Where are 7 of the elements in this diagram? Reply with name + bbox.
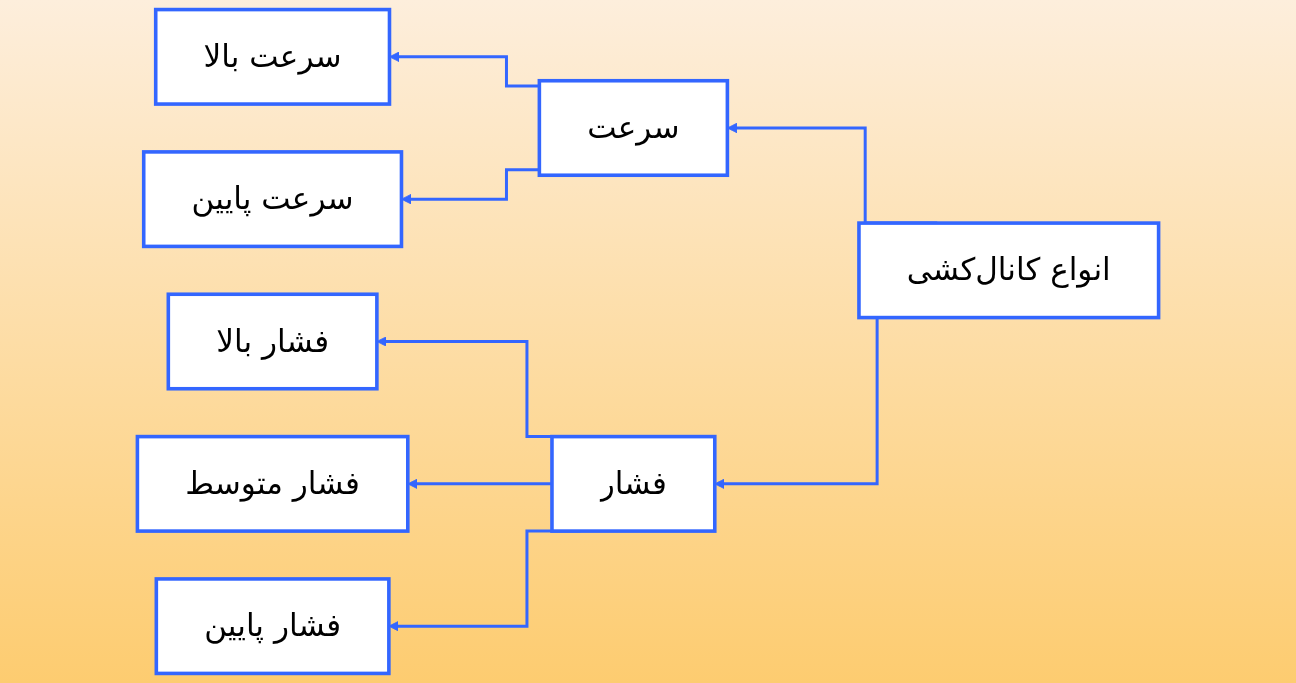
node-box: فشار پایین xyxy=(154,577,391,676)
node-box: فشار متوسط xyxy=(135,434,410,533)
node-box: سرعت بالا xyxy=(153,7,392,106)
node-box: فشار بالا xyxy=(166,292,379,391)
node-box: سرعت xyxy=(537,78,730,178)
node-box: سرعت پایین xyxy=(141,150,404,249)
node-box: انواع کانال‌کشی xyxy=(857,221,1161,320)
